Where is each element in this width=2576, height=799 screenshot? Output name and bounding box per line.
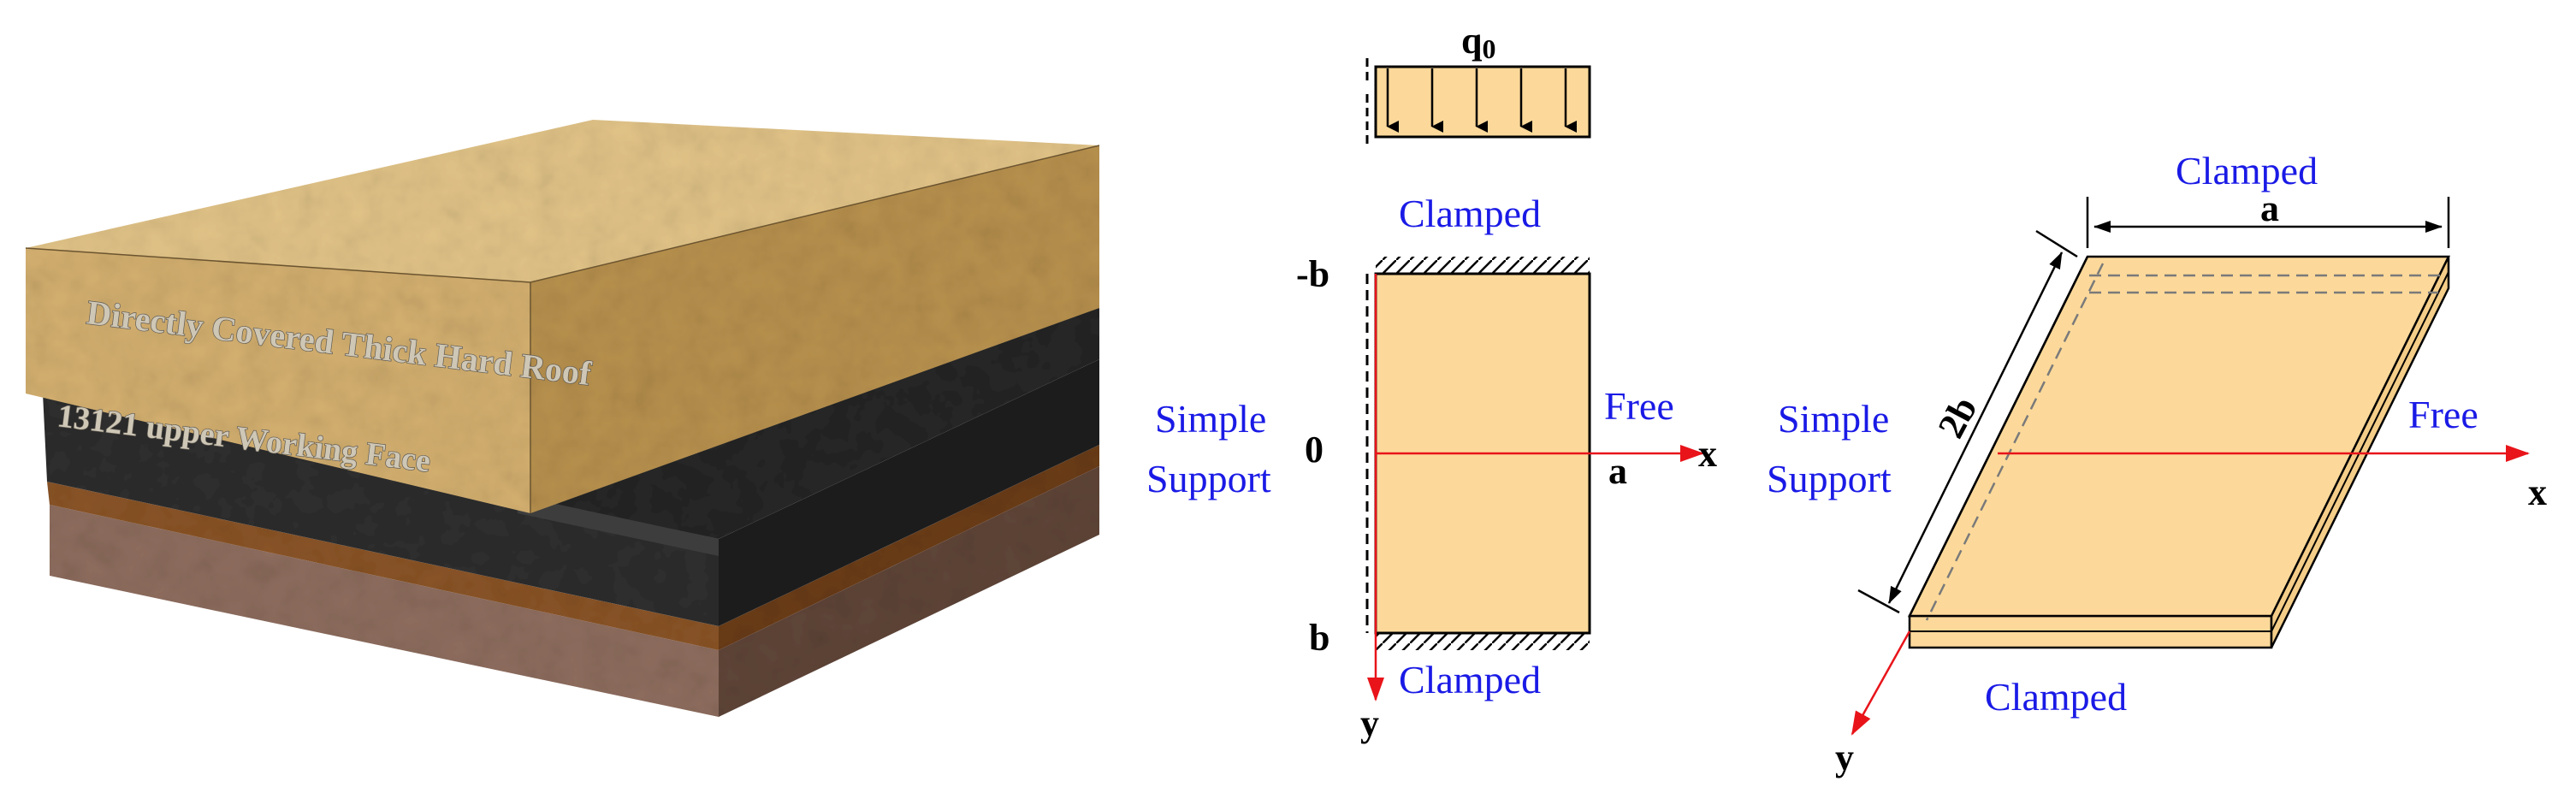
clamped-hatch-top <box>1376 257 1590 274</box>
plan-axis-y: y <box>1360 702 1379 744</box>
load-diagram: q0 <box>1365 20 1591 145</box>
plan-coord-zero: 0 <box>1305 429 1324 471</box>
iso-y-axis <box>1851 630 1911 736</box>
load-label: q0 <box>1461 20 1495 64</box>
plan-edge-right: Free <box>1604 384 1674 428</box>
plan-axis-x: x <box>1698 433 1717 475</box>
plan-coord-a: a <box>1608 450 1627 492</box>
plan-coord-b: b <box>1309 617 1329 659</box>
iso-edge-right: Free <box>2408 393 2478 436</box>
plan-edge-left-1: Simple <box>1155 397 1266 441</box>
iso-edge-left-1: Simple <box>1778 397 1889 441</box>
plan-edge-left-2: Support <box>1146 457 1271 500</box>
plan-edge-bottom: Clamped <box>1399 658 1541 701</box>
mudstone-layer <box>47 445 1099 650</box>
plan-coord-neg-b: -b <box>1296 253 1329 295</box>
iso-edge-top: Clamped <box>2176 149 2318 192</box>
iso-dim-2b-line <box>1887 252 2064 604</box>
iso-dim-a: a <box>2260 187 2279 229</box>
plan-edge-top: Clamped <box>1399 192 1541 235</box>
working-face-cut <box>43 394 719 556</box>
coal-seam-layer <box>43 308 1099 626</box>
plan-view: q0 Clamped Clamped Simple Support Free -… <box>1146 20 1717 744</box>
iso-edge-bottom: Clamped <box>1985 675 2127 719</box>
roof-edges <box>25 145 1100 513</box>
iso-axis-y: y <box>1835 737 1854 778</box>
iso-dim-2b: 2b <box>1930 390 1986 445</box>
strata-model: Directly Covered Thick Hard Roof 13121 u… <box>25 120 1100 717</box>
base-rock-layer <box>50 466 1099 717</box>
iso-axis-x: x <box>2528 471 2547 513</box>
thick-hard-roof <box>26 120 1099 513</box>
clamped-hatch-bottom <box>1376 633 1590 650</box>
iso-view: a 2b Clamped Clamped Simple Support Free… <box>1767 149 2547 778</box>
iso-edge-left-2: Support <box>1767 457 1892 500</box>
